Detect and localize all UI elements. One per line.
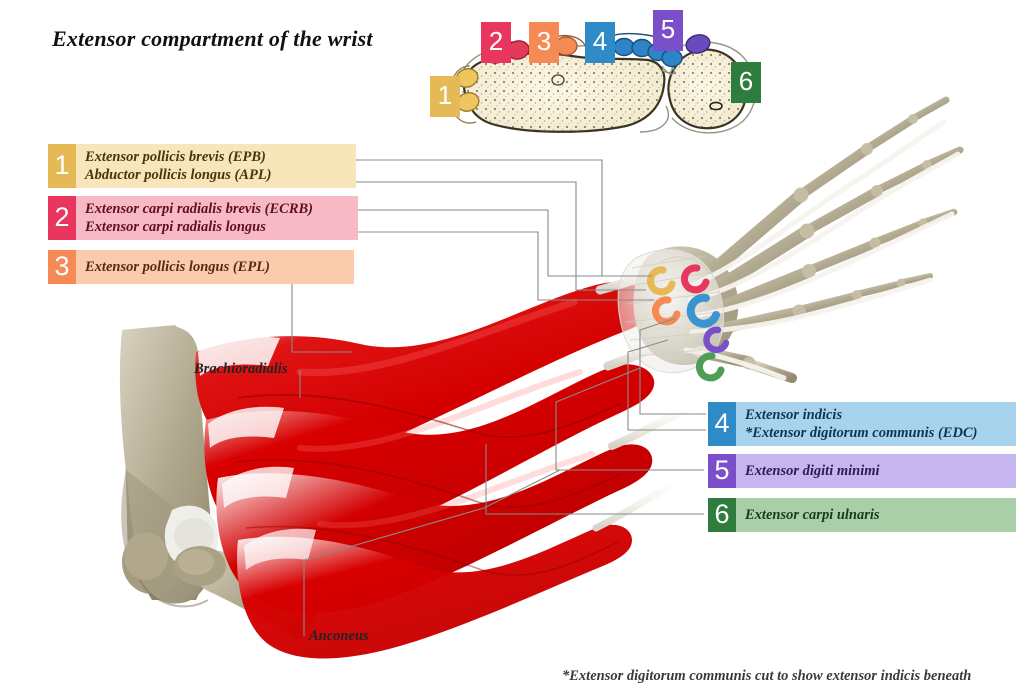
legend-number-4: 4 (708, 402, 736, 446)
legend-number-5: 5 (708, 454, 736, 488)
legend-text-3: Extensor pollicis longus (EPL) (76, 250, 354, 284)
legend-item-6[interactable]: 6 Extensor carpi ulnaris (708, 498, 1016, 532)
radius-cross-section (462, 52, 666, 133)
cross-section-number-1: 1 (430, 76, 460, 117)
legend-number-6: 6 (708, 498, 736, 532)
legend-item-3[interactable]: 3 Extensor pollicis longus (EPL) (48, 250, 354, 284)
legend-line: Extensor digiti minimi (745, 462, 880, 479)
tendon-group-5 (685, 34, 711, 54)
cross-section-number-4: 4 (585, 22, 615, 63)
legend-number-2: 2 (48, 196, 76, 240)
hand-skeleton (694, 96, 964, 383)
ulna-cross-section (667, 48, 748, 130)
legend-line: Extensor carpi radialis brevis (ECRB) (85, 200, 313, 217)
label-anconeus: Anconeus (309, 628, 369, 644)
cross-section-number-5: 5 (653, 10, 683, 51)
cross-section-number-2: 2 (481, 22, 511, 63)
page-title: Extensor compartment of the wrist (52, 26, 373, 51)
dorsal-extensor-tendons (683, 119, 961, 381)
legend-item-5[interactable]: 5 Extensor digiti minimi (708, 454, 1016, 488)
legend-text-1: Extensor pollicis brevis (EPB) Abductor … (76, 144, 356, 188)
legend-number-1: 1 (48, 144, 76, 188)
wrist-marker-1 (646, 266, 676, 296)
finger-joints (742, 114, 932, 370)
wrist-marker-4 (686, 293, 720, 328)
legend-line: Extensor pollicis longus (EPL) (85, 258, 270, 275)
extensor-retinaculum (617, 249, 725, 374)
cross-section-number-6: 6 (731, 62, 761, 103)
legend-line: Extensor carpi radialis longus (85, 219, 266, 235)
legend-line: Extensor pollicis brevis (EPB) (85, 148, 266, 165)
legend-text-6: Extensor carpi ulnaris (736, 498, 1016, 532)
legend-text-2: Extensor carpi radialis brevis (ECRB) Ex… (76, 196, 358, 240)
legend-line: Extensor indicis (745, 406, 843, 423)
cross-section-number-3: 3 (529, 22, 559, 63)
wrist-marker-2 (680, 264, 710, 294)
legend-line: Abductor pollicis longus (APL) (85, 167, 272, 183)
humerus-bone (119, 325, 316, 640)
legend-item-4[interactable]: 4 Extensor indicis *Extensor digitorum c… (708, 402, 1016, 446)
muscle-extensor-carpi-ulnaris (237, 524, 632, 659)
label-brachioradialis: Brachioradialis (194, 361, 288, 377)
wrist-marker-6 (695, 352, 725, 382)
wrist-marker-5 (703, 326, 730, 354)
legend-item-1[interactable]: 1 Extensor pollicis brevis (EPB) Abducto… (48, 144, 356, 188)
legend-number-3: 3 (48, 250, 76, 284)
footnote-text: *Extensor digitorum communis cut to show… (562, 668, 972, 684)
legend-text-4: Extensor indicis *Extensor digitorum com… (736, 402, 1016, 446)
extensor-muscle-group (195, 281, 655, 659)
legend-line: Extensor carpi ulnaris (745, 506, 880, 523)
legend-item-2[interactable]: 2 Extensor carpi radialis brevis (ECRB) … (48, 196, 358, 240)
legend-line: *Extensor digitorum communis (EDC) (745, 425, 978, 441)
legend-text-5: Extensor digiti minimi (736, 454, 1016, 488)
